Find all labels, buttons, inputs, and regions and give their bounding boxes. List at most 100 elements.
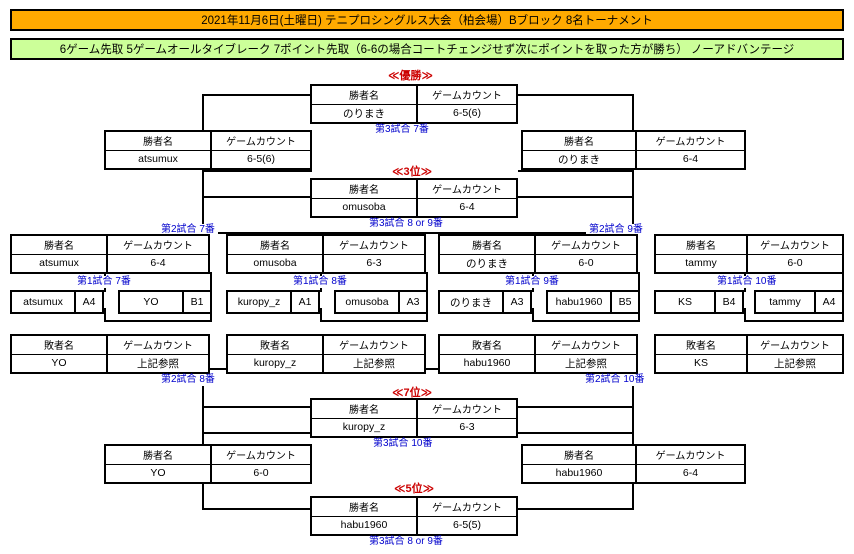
- connector-line: [202, 170, 312, 172]
- connector-line: [518, 432, 634, 434]
- col-header-game-count: ゲームカウント: [226, 137, 296, 149]
- champion-name: のりまき: [312, 104, 418, 122]
- r1-match9-player-2[interactable]: habu1960 B5: [546, 290, 640, 314]
- col-header-game-count: ゲームカウント: [551, 241, 621, 253]
- connector-line: [518, 508, 634, 510]
- player-name: kuropy_z: [228, 292, 292, 312]
- r2-winner-match7-name: atsumux: [12, 254, 108, 272]
- col-header-winner-name: 勝者名: [440, 236, 536, 254]
- col-header-game-count: ゲームカウント: [432, 91, 502, 103]
- connector-line: [518, 406, 634, 408]
- col-header-game-count: ゲームカウント: [339, 241, 409, 253]
- fifth-place-name: habu1960: [312, 516, 418, 534]
- match-label-r1-10: 第1試合 10番: [714, 276, 780, 288]
- connector-line: [320, 308, 322, 322]
- match-label-r1-7: 第1試合 7番: [74, 276, 134, 288]
- match-label-r3-8or9-top: 第3試合 8 or 9番: [366, 218, 446, 230]
- tournament-rules-text: 6ゲーム先取 5ゲームオールタイブレーク 7ポイント先取（6-6の場合コートチェ…: [59, 44, 795, 56]
- r2-loser-match7-name: YO: [12, 354, 108, 372]
- col-header-game-count: ゲームカウント: [432, 503, 502, 515]
- col-header-loser-name: 敗者名: [228, 336, 324, 354]
- tournament-title-text: 2021年11月6日(土曜日) テニプロシングルス大会（柏会場）Bブロック 8名…: [201, 15, 653, 27]
- player-name: habu1960: [548, 292, 612, 312]
- rank-third: ≪3位≫: [390, 166, 435, 178]
- r1-match9-player-1[interactable]: のりまき A3: [438, 290, 532, 314]
- connector-line: [744, 308, 746, 322]
- connector-line: [202, 406, 312, 408]
- rank-seventh: ≪7位≫: [390, 387, 435, 399]
- r1-match7-player-2[interactable]: YO B1: [118, 290, 212, 314]
- r2-winner-match8-name: omusoba: [228, 254, 324, 272]
- player-name: tammy: [756, 292, 816, 312]
- col-header-game-count: ゲームカウント: [551, 341, 621, 353]
- col-header-game-count: ゲームカウント: [432, 185, 502, 197]
- r2-loser-match10-name: KS: [656, 354, 748, 372]
- semifinal-left-bottom-score: 6-0: [253, 467, 269, 480]
- connector-line: [202, 368, 204, 510]
- match-label-r1-9: 第1試合 9番: [502, 276, 562, 288]
- card-r2-loser-match8[interactable]: 敗者名 ゲームカウント kuropy_z 上記参照: [226, 334, 426, 374]
- seventh-place-score: 6-3: [459, 421, 475, 434]
- player-name: atsumux: [12, 292, 76, 312]
- match-label-r3-10: 第3試合 10番: [370, 438, 436, 450]
- r2-winner-match7-score: 6-4: [150, 257, 166, 270]
- match-label-r3-8or9-bottom: 第3試合 8 or 9番: [366, 536, 446, 548]
- tournament-title-banner: 2021年11月6日(土曜日) テニプロシングルス大会（柏会場）Bブロック 8名…: [10, 9, 844, 31]
- rank-champion: ≪優勝≫: [386, 70, 436, 82]
- player-seed: B5: [618, 296, 632, 308]
- semifinal-right-top-score: 6-4: [682, 153, 699, 166]
- r2-loser-match8-name: kuropy_z: [228, 354, 324, 372]
- tournament-rules-banner: 6ゲーム先取 5ゲームオールタイブレーク 7ポイント先取（6-6の場合コートチェ…: [10, 38, 844, 60]
- rank-fifth: ≪5位≫: [392, 483, 437, 495]
- connector-line: [412, 232, 634, 234]
- r2-winner-match9-name: のりまき: [440, 254, 536, 272]
- semifinal-right-bottom-name: habu1960: [523, 464, 637, 482]
- connector-line: [202, 508, 312, 510]
- r2-winner-match10-name: tammy: [656, 254, 748, 272]
- semifinal-left-top-name: atsumux: [106, 150, 212, 168]
- col-header-game-count: ゲームカウント: [339, 341, 409, 353]
- r1-match10-player-1[interactable]: KS B4: [654, 290, 744, 314]
- connector-line: [518, 170, 634, 172]
- r1-match7-player-1[interactable]: atsumux A4: [10, 290, 104, 314]
- col-header-game-count: ゲームカウント: [655, 451, 726, 463]
- connector-line: [744, 320, 844, 322]
- match-label-r2-10: 第2試合 10番: [582, 374, 648, 386]
- r1-match8-player-1[interactable]: kuropy_z A1: [226, 290, 320, 314]
- r1-match10-player-2[interactable]: tammy A4: [754, 290, 844, 314]
- match-label-r2-7: 第2試合 7番: [158, 224, 218, 236]
- semifinal-left-bottom-name: YO: [106, 464, 212, 482]
- player-seed: A1: [298, 296, 312, 308]
- col-header-game-count: ゲームカウント: [760, 341, 830, 353]
- player-seed: A3: [510, 296, 524, 308]
- r2-loser-match8-score: 上記参照: [353, 357, 395, 370]
- r1-match8-player-2[interactable]: omusoba A3: [334, 290, 428, 314]
- col-header-winner-name: 勝者名: [312, 180, 418, 198]
- match-label-r2-8: 第2試合 8番: [158, 374, 218, 386]
- player-name: YO: [120, 292, 184, 312]
- player-seed: A4: [822, 296, 836, 308]
- fifth-place-score: 6-5(5): [452, 519, 481, 532]
- connector-line: [202, 94, 312, 96]
- player-seed: B1: [190, 296, 204, 308]
- col-header-loser-name: 敗者名: [656, 336, 748, 354]
- player-seed: B4: [722, 296, 736, 308]
- col-header-game-count: ゲームカウント: [123, 241, 193, 253]
- col-header-winner-name: 勝者名: [312, 400, 418, 418]
- r2-winner-match10-score: 6-0: [787, 257, 803, 270]
